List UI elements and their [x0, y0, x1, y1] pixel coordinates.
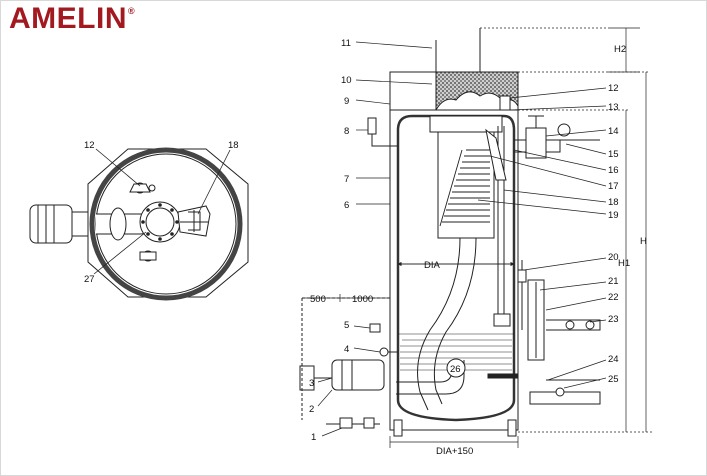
plan-label-12: 12	[84, 140, 95, 151]
callout-9: 9	[344, 96, 349, 107]
dim-h1: H1	[618, 258, 630, 269]
callout-10: 10	[341, 75, 352, 86]
callout-13: 13	[608, 102, 619, 113]
callout-12: 12	[608, 83, 619, 94]
plan-label-18: 18	[228, 140, 239, 151]
callout-21: 21	[608, 276, 619, 287]
callout-26: 26	[450, 364, 461, 375]
callout-7: 7	[344, 174, 349, 185]
plan-view	[29, 147, 249, 301]
registered-mark: ®	[128, 6, 135, 16]
callout-14: 14	[608, 126, 619, 137]
callout-18: 18	[608, 197, 619, 208]
plan-burner-motor	[29, 204, 73, 244]
callout-2: 2	[309, 404, 314, 415]
callout-3: 3	[309, 378, 314, 389]
callout-19: 19	[608, 210, 619, 221]
dim-dia-150: DIA+150	[436, 446, 473, 457]
callout-24: 24	[608, 354, 619, 365]
callout-leaders	[317, 41, 607, 437]
callout-5: 5	[344, 320, 349, 331]
dim-h2: H2	[614, 44, 626, 55]
dim-1000: 1000	[352, 294, 373, 305]
dim-dia: DIA	[424, 260, 441, 271]
callout-25: 25	[608, 374, 619, 385]
dim-h: H	[640, 236, 647, 247]
callout-4: 4	[344, 344, 349, 355]
callout-11: 11	[341, 38, 351, 49]
flue-tube	[417, 237, 461, 411]
plan-tank-shell	[89, 147, 243, 301]
callout-1: 1	[311, 432, 316, 443]
callout-16: 16	[608, 165, 619, 176]
tank-shell	[396, 114, 516, 422]
section-view	[299, 28, 601, 437]
burner-motor	[331, 359, 385, 391]
brand-logo: AMELIN ®	[9, 2, 135, 36]
inspection-port	[446, 358, 466, 378]
callout-17: 17	[608, 181, 619, 192]
callout-23: 23	[608, 314, 619, 325]
dim-500: 500	[310, 294, 326, 305]
callout-15: 15	[608, 149, 619, 160]
brand-name: AMELIN	[9, 2, 127, 35]
callout-20: 20	[608, 252, 619, 263]
callout-8: 8	[344, 126, 349, 137]
callout-6: 6	[344, 200, 349, 211]
callout-22: 22	[608, 292, 619, 303]
plan-label-27: 27	[84, 274, 95, 285]
dimension-lines	[302, 27, 652, 448]
plan-callouts	[93, 148, 231, 275]
